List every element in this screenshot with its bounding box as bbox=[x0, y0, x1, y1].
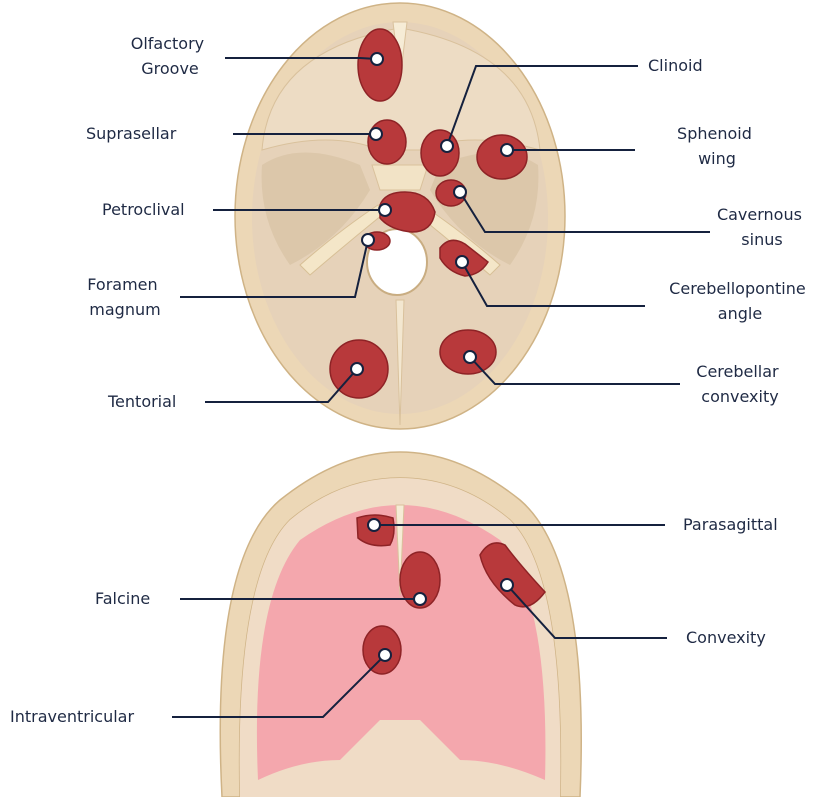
label-cerebellar-convexity: Cerebellar convexity bbox=[696, 362, 783, 406]
label-foramen-magnum: Foramen magnum bbox=[87, 275, 162, 319]
suprasellar-tumor bbox=[368, 120, 406, 164]
label-falcine: Falcine bbox=[95, 589, 150, 608]
label-olfactory-groove: Olfactory Groove bbox=[131, 34, 209, 78]
label-sphenoid-wing: Sphenoid wing bbox=[677, 124, 757, 168]
label-parasagittal: Parasagittal bbox=[683, 515, 778, 534]
label-convexity: Convexity bbox=[686, 628, 766, 647]
coronal-brain-illustration bbox=[220, 452, 581, 797]
label-clinoid: Clinoid bbox=[648, 56, 703, 75]
label-cerebellopontine-angle: Cerebellopontine angle bbox=[669, 279, 811, 323]
label-petroclival: Petroclival bbox=[102, 200, 185, 219]
label-cavernous-sinus: Cavernous sinus bbox=[717, 205, 807, 249]
clinoid-tumor bbox=[421, 130, 459, 176]
label-intraventricular: Intraventricular bbox=[10, 707, 134, 726]
sphenoid-wing-tumor bbox=[477, 135, 527, 179]
label-tentorial: Tentorial bbox=[107, 392, 176, 411]
label-suprasellar: Suprasellar bbox=[86, 124, 177, 143]
